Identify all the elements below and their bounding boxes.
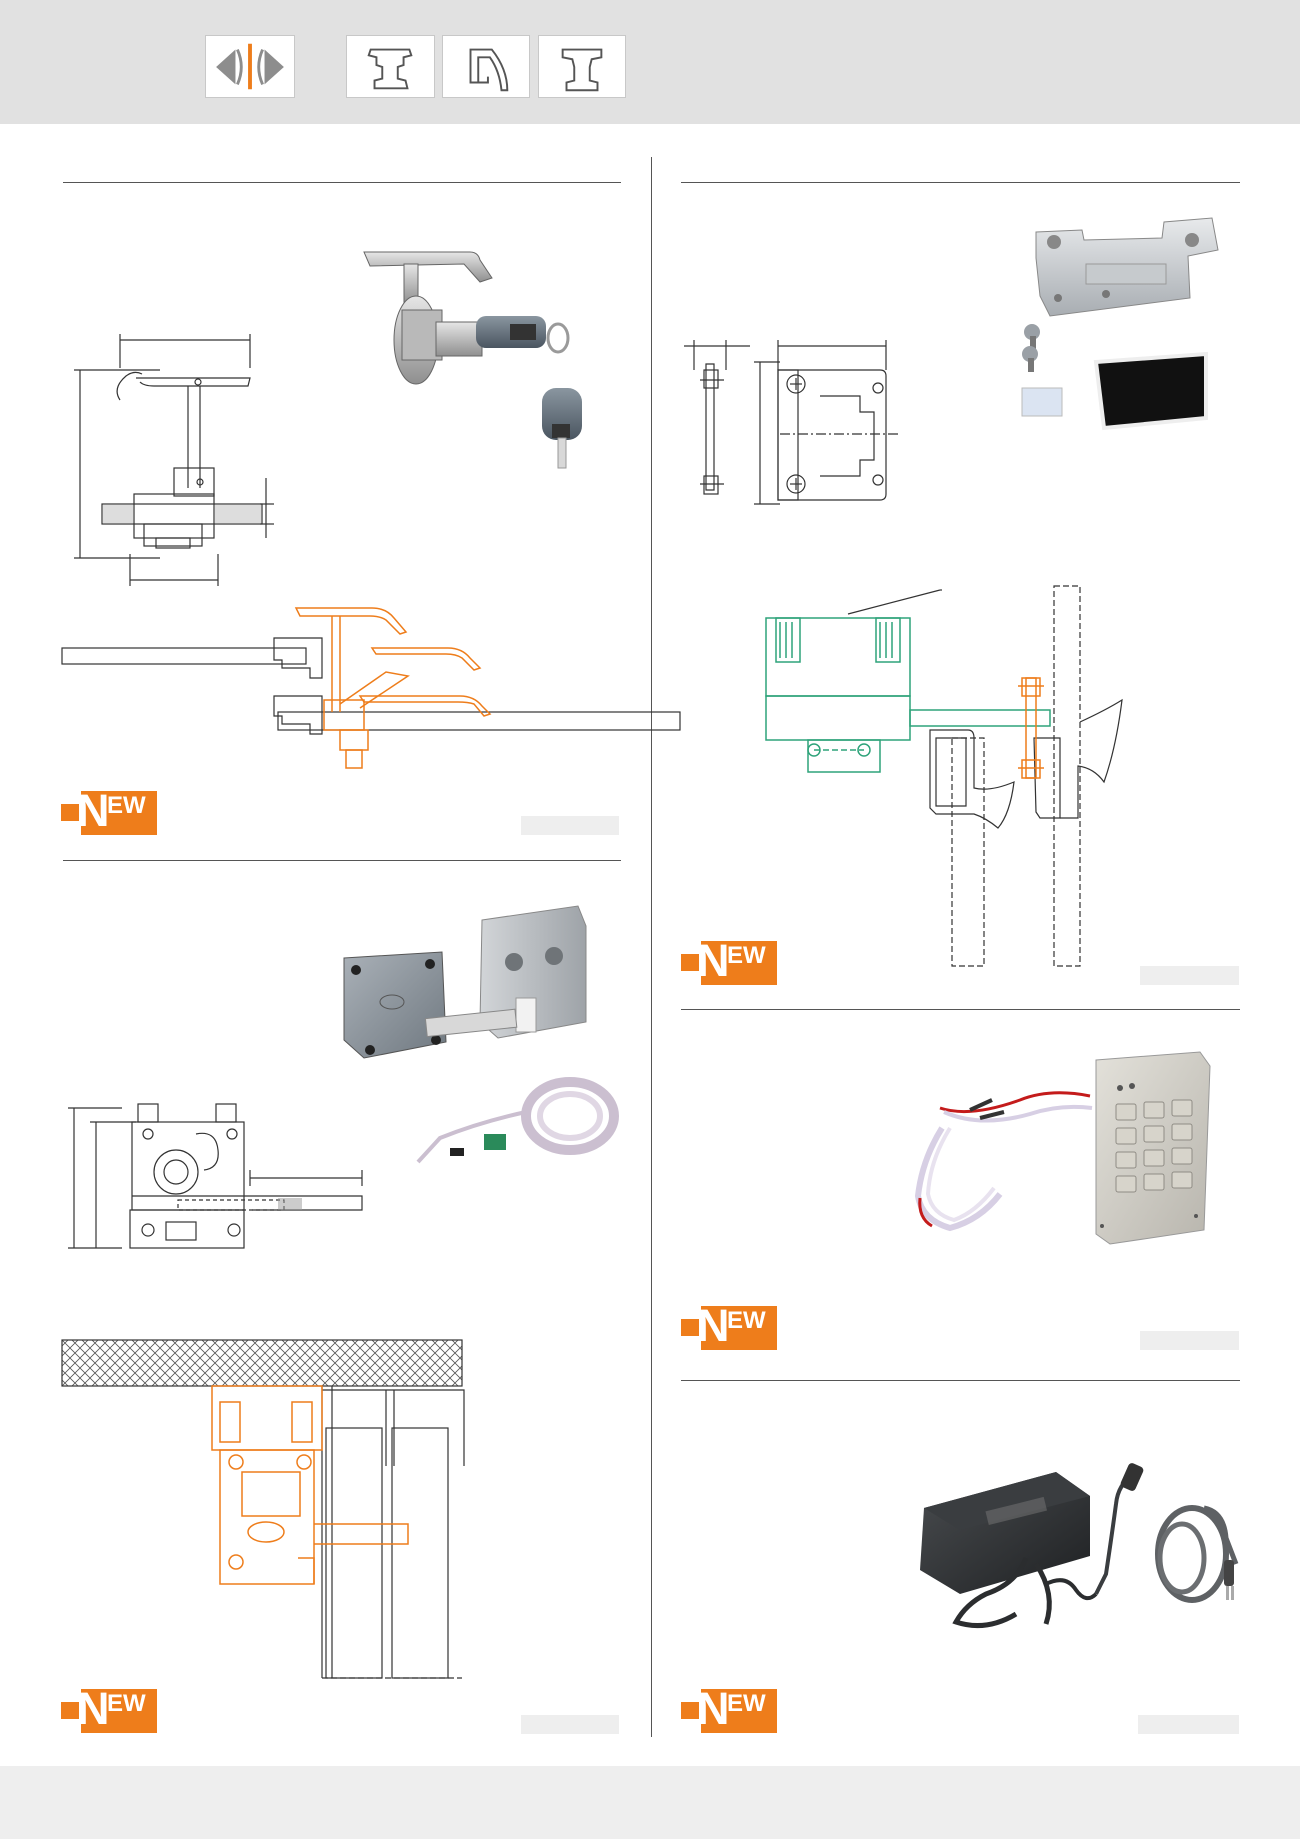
electronic-lock-set-photo bbox=[330, 902, 622, 1168]
header-band bbox=[0, 0, 1300, 124]
cam-lock-installation-drawing bbox=[60, 604, 681, 772]
new-badge: N EW bbox=[681, 1303, 777, 1350]
electronic-lock-technical-drawing bbox=[66, 1100, 366, 1256]
article-code-placeholder bbox=[1140, 1331, 1239, 1350]
profile-section-icon-2[interactable] bbox=[442, 35, 530, 98]
new-badge: N EW bbox=[681, 938, 777, 985]
section-rule bbox=[63, 182, 621, 183]
section-rule bbox=[681, 1380, 1240, 1381]
section-rule bbox=[63, 860, 621, 861]
section-rule bbox=[681, 182, 1240, 183]
profile-section-icon-3[interactable] bbox=[538, 35, 626, 98]
new-badge: N EW bbox=[61, 1686, 157, 1733]
cam-lock-with-keys-photo bbox=[360, 248, 584, 480]
new-badge: N EW bbox=[681, 1686, 777, 1733]
article-code-placeholder bbox=[521, 1715, 619, 1734]
new-badge: N EW bbox=[61, 788, 157, 835]
electronic-lock-installation-drawing bbox=[60, 1338, 470, 1684]
article-code-placeholder bbox=[1138, 1715, 1239, 1734]
striker-plate-technical-drawing bbox=[680, 340, 910, 510]
keypad-with-cable-photo bbox=[910, 1048, 1236, 1245]
section-rule bbox=[681, 1009, 1240, 1010]
footer-band bbox=[0, 1766, 1300, 1839]
striker-plate-installation-drawing bbox=[760, 582, 1132, 972]
striker-plate-kit-photo bbox=[1010, 214, 1236, 432]
power-adapter-photo bbox=[906, 1463, 1239, 1636]
article-code-placeholder bbox=[1140, 966, 1239, 985]
sliding-door-arrows-icon[interactable] bbox=[205, 35, 295, 98]
column-divider bbox=[651, 157, 652, 1737]
cam-lock-technical-drawing bbox=[60, 328, 280, 590]
article-code-placeholder bbox=[521, 816, 619, 835]
profile-section-icon-1[interactable] bbox=[346, 35, 435, 98]
